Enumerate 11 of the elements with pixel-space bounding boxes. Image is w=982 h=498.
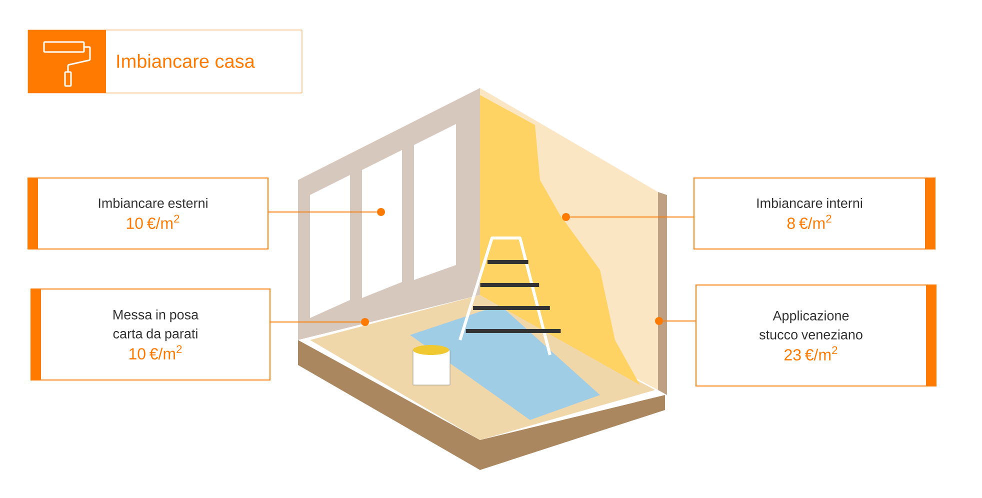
- leader-line: [662, 320, 696, 322]
- callout-box: Messa in posa carta da parati 10 €/m$^{2}$: [30, 288, 270, 380]
- callout-box: Imbiancare esterni 10 €/m$^{2}$: [28, 178, 268, 250]
- leader-dot: [377, 208, 385, 216]
- callout-box: Applicazione stucco veneziano 23 €/m$^{2}$: [696, 284, 937, 386]
- leader-dot: [361, 318, 369, 326]
- leader-dot: [562, 213, 570, 221]
- leader-dot: [655, 317, 663, 325]
- title-box: Imbiancare casa: [28, 30, 302, 94]
- leader-line: [570, 216, 694, 218]
- callout-box: Imbiancare interni 8 €/m$^{2}$: [694, 178, 936, 250]
